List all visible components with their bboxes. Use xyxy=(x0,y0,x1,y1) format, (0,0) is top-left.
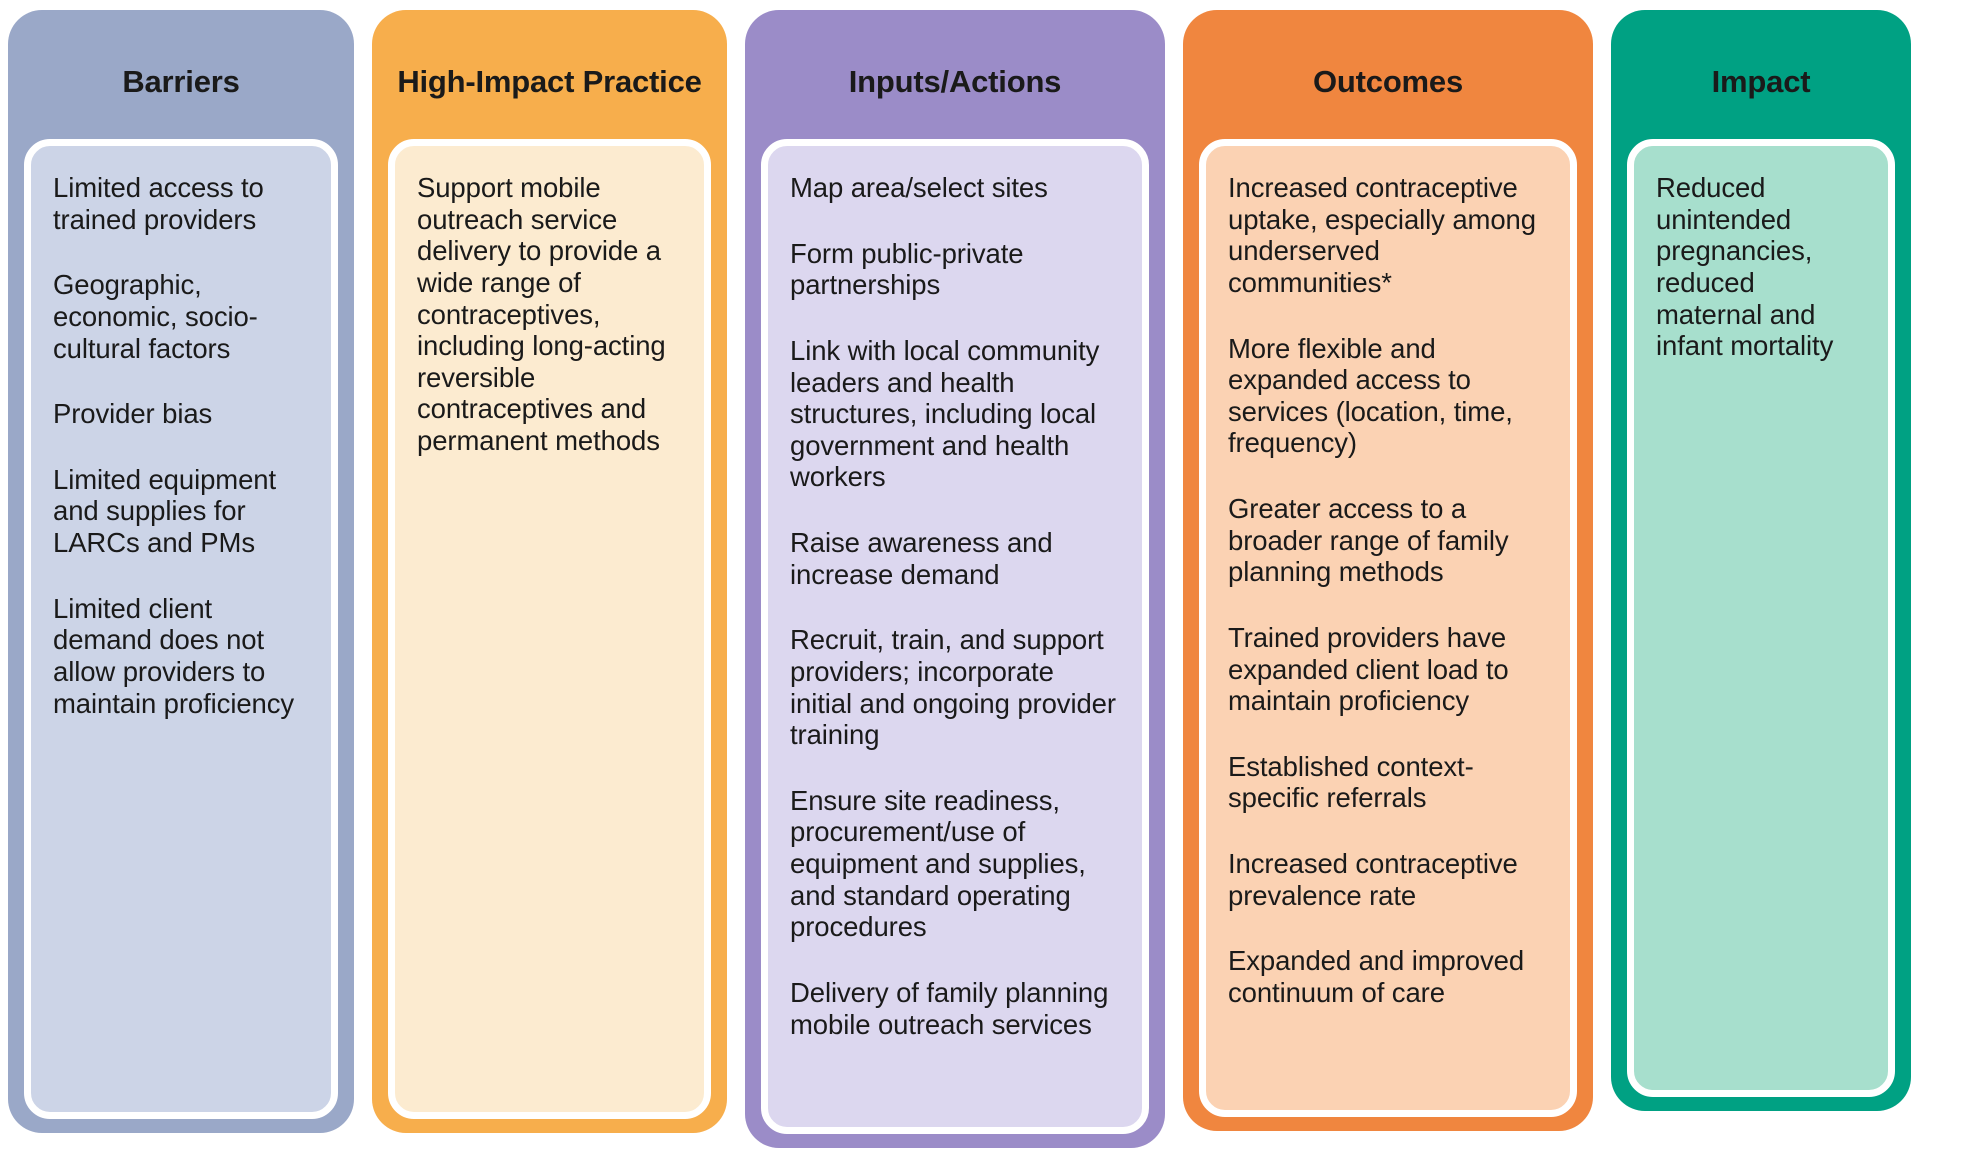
list-item: Geographic, economic, socio-cultural fac… xyxy=(53,269,258,364)
column-body-impact: Reduced unintended pregnancies, reduced … xyxy=(1627,139,1895,1098)
list-item: Trained providers have expanded client l… xyxy=(1228,621,1509,717)
list-item: Recruit, train, and support providers; i… xyxy=(790,624,1116,751)
column-header-barriers: Barriers xyxy=(122,64,240,99)
list-item: Increased contraceptive prevalence rate xyxy=(1228,848,1518,911)
column-header-impact: Impact xyxy=(1711,64,1811,99)
list-item: Expanded and improved continuum of care xyxy=(1228,945,1525,1008)
column-inputs-actions: Inputs/Actions Map area/select sites For… xyxy=(745,10,1165,1149)
column-impact: Impact Reduced unintended pregnancies, r… xyxy=(1611,10,1911,1112)
column-body-barriers: Limited access to trained providers Geog… xyxy=(24,139,338,1120)
column-barriers: Barriers Limited access to trained provi… xyxy=(8,10,354,1134)
list-item: Greater access to a broader range of fam… xyxy=(1228,493,1509,588)
list-item: Link with local community leaders and he… xyxy=(790,334,1100,493)
list-item: Form public-private partnerships xyxy=(790,237,1024,301)
column-header-inputs-actions: Inputs/Actions xyxy=(848,64,1062,99)
column-header-high-impact-practice: High-Impact Practice xyxy=(397,64,702,99)
list-item: Limited client demand does not allow pro… xyxy=(53,592,295,719)
list-item: Map area/select sites xyxy=(790,172,1048,204)
list-item: Reduced unintended pregnancies, reduced … xyxy=(1656,172,1834,362)
column-body-outcomes: Increased contraceptive uptake, especial… xyxy=(1199,139,1577,1118)
list-item: Ensure site readiness, procurement/use o… xyxy=(790,784,1086,943)
list-item: More flexible and expanded access to ser… xyxy=(1228,332,1513,459)
list-item: Limited access to trained providers xyxy=(53,172,264,235)
list-item: Established context-specific referrals xyxy=(1228,750,1474,814)
column-header-outcomes: Outcomes xyxy=(1313,64,1463,99)
column-body-high-impact-practice: Support mobile outreach service delivery… xyxy=(388,139,711,1120)
list-item: Increased contraceptive uptake, especial… xyxy=(1228,172,1536,298)
column-high-impact-practice: High-Impact Practice Support mobile outr… xyxy=(372,10,727,1134)
column-outcomes: Outcomes Increased contraceptive uptake,… xyxy=(1183,10,1593,1132)
list-item: Raise awareness and increase demand xyxy=(790,527,1053,590)
list-item: Provider bias xyxy=(53,398,213,430)
column-body-inputs-actions: Map area/select sites Form public-privat… xyxy=(761,139,1149,1135)
list-item: Limited equipment and supplies for LARCs… xyxy=(53,463,277,559)
list-item: Delivery of family planning mobile outre… xyxy=(790,976,1109,1040)
list-item: Support mobile outreach service delivery… xyxy=(417,172,666,457)
